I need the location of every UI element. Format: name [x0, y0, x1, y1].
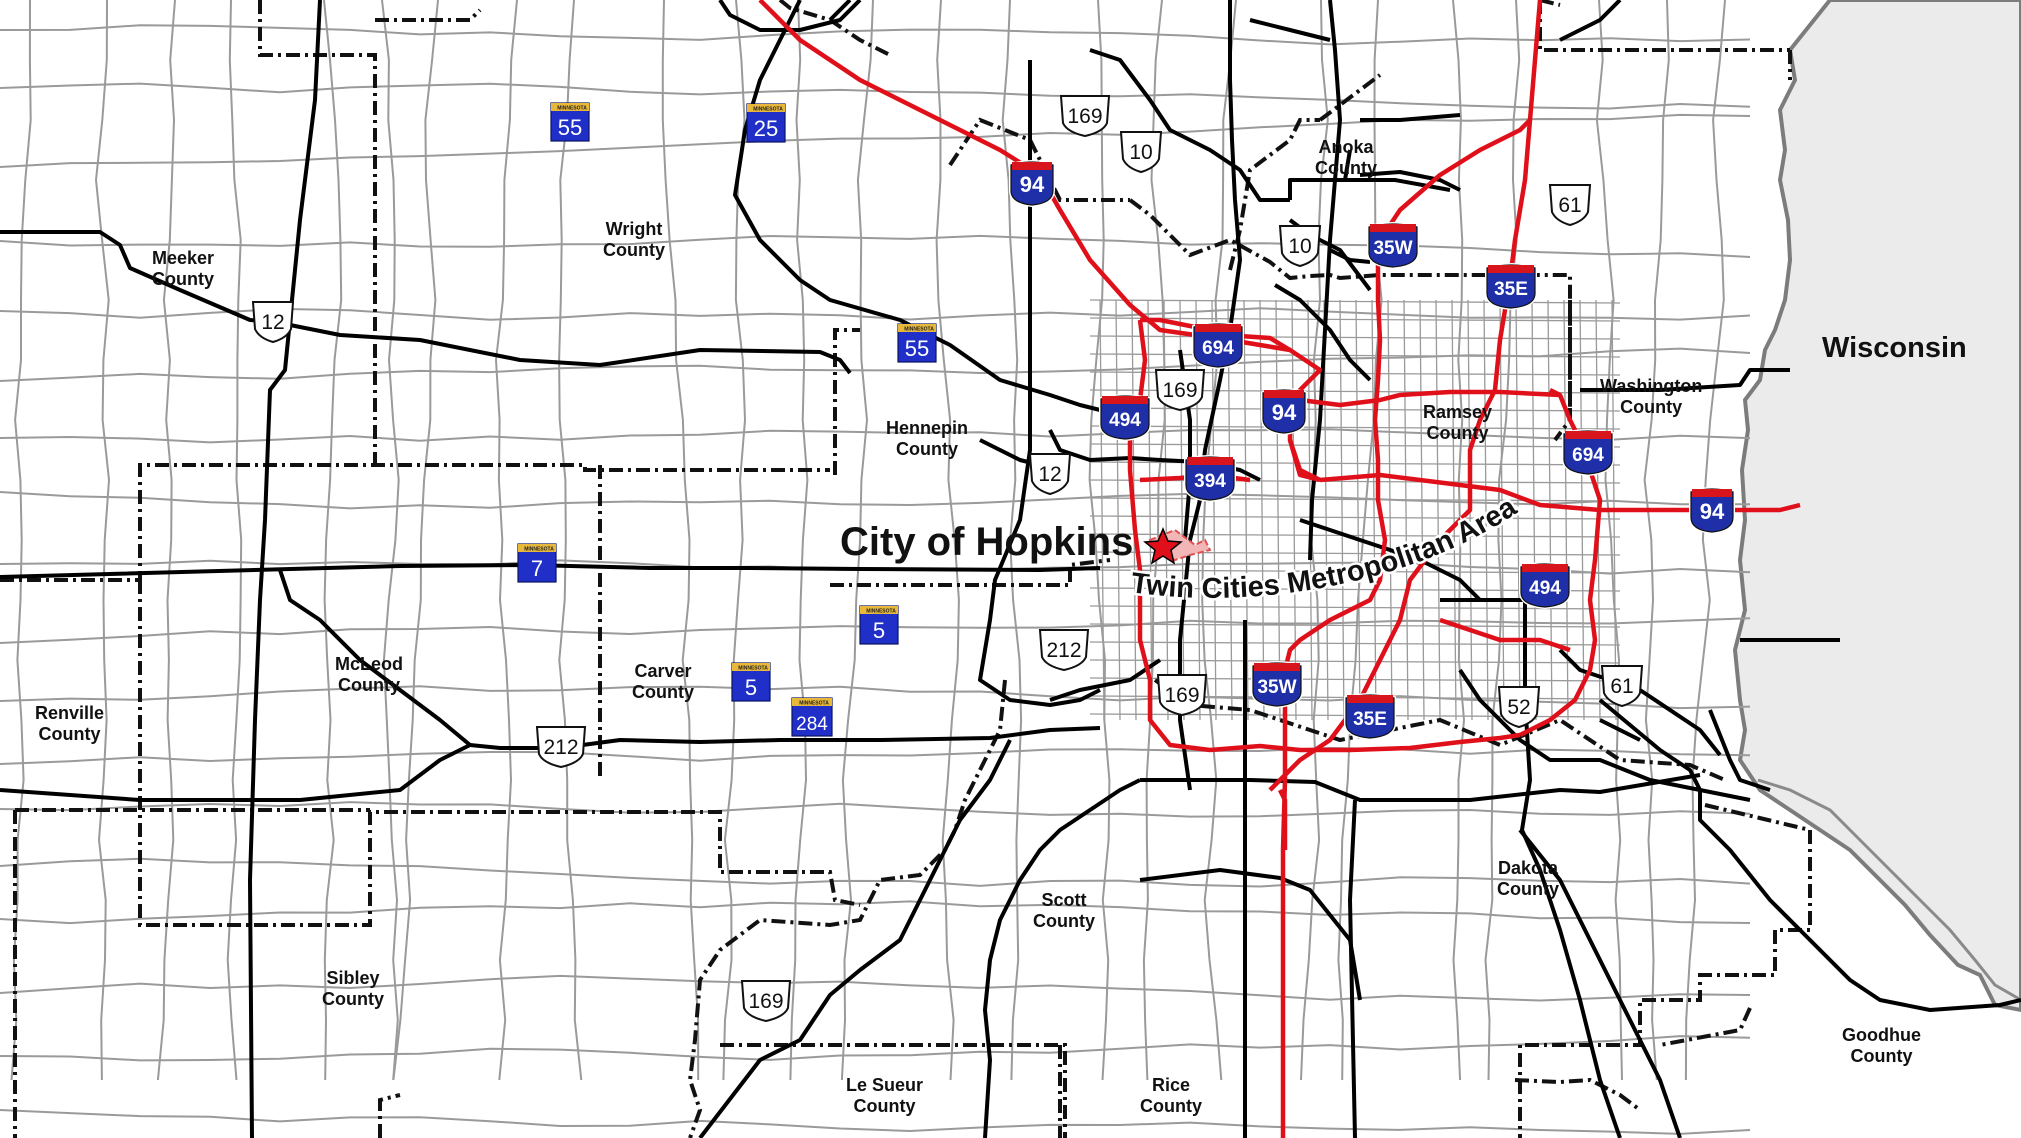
interstate-shield-i35e-s: 35E [1344, 693, 1396, 741]
interstate-shield-i694-e: 694 [1562, 429, 1614, 477]
state-route-shield-mn5-e: MINNESOTA 5 [859, 605, 899, 645]
state-route-number: 5 [873, 618, 885, 643]
interstate-number: 94 [1272, 400, 1297, 425]
us-route-shield-us10-a: 10 [1119, 131, 1163, 174]
us-route-shield-us169-sw: 169 [740, 980, 792, 1023]
wisconsin-label: Wisconsin [1822, 332, 1967, 364]
us-route-shield-us169-c: 169 [1154, 369, 1206, 412]
interstate-number: 494 [1109, 410, 1141, 431]
interstate-shield-i35e-n: 35E [1485, 263, 1537, 311]
us-route-number: 12 [1038, 463, 1061, 486]
interstate-shield-i494-e: 494 [1519, 562, 1571, 610]
interstate-shield-i35w-s: 35W [1251, 661, 1303, 709]
us-route-shield-us212-c: 212 [1038, 629, 1090, 672]
state-shield-banner: MINNESOTA [904, 327, 934, 333]
state-route-number: 5 [745, 675, 757, 700]
us-route-number: 52 [1507, 696, 1530, 719]
us-route-shield-us10-b: 10 [1278, 225, 1322, 268]
interstate-number: 494 [1529, 578, 1561, 599]
state-shield-banner: MINNESOTA [738, 666, 768, 672]
state-shield-banner: MINNESOTA [557, 106, 587, 112]
route-shields: 94 35W 35E 694 494 94 394 694 94 494 35W 35E 169 10 10… [251, 95, 1735, 1023]
state-route-shield-mn55-c: MINNESOTA 55 [897, 323, 937, 363]
interstate-shield-i35w-n: 35W [1367, 222, 1419, 270]
interstate-number: 694 [1572, 445, 1604, 466]
interstate-number: 694 [1202, 338, 1234, 359]
state-route-shield-mn7: MINNESOTA 7 [517, 543, 557, 583]
city-star-marker [1143, 527, 1183, 565]
us-route-shield-us12-c: 12 [1028, 453, 1072, 496]
interstate-number: 35W [1257, 677, 1296, 698]
us-route-number: 169 [1162, 379, 1197, 402]
minor-roads [0, 0, 1751, 1135]
mississippi-river [1757, 778, 2021, 1002]
interstate-number: 94 [1020, 172, 1045, 197]
us-route-number: 61 [1610, 675, 1633, 698]
us-route-number: 169 [1164, 684, 1199, 707]
state-route-shield-mn25: MINNESOTA 25 [746, 103, 786, 143]
us-route-shield-us12-w: 12 [251, 301, 295, 344]
state-route-number: 284 [796, 714, 828, 735]
state-route-number: 25 [754, 116, 778, 141]
us-route-number: 61 [1558, 194, 1581, 217]
interstate-shield-i94-e: 94 [1689, 487, 1735, 535]
us-route-shield-us61-s: 61 [1600, 665, 1644, 708]
interstate-shield-i394: 394 [1184, 455, 1236, 503]
interstate-shield-i694-w: 694 [1192, 322, 1244, 370]
us-route-shield-us169-n: 169 [1059, 95, 1111, 138]
us-route-shield-us52: 52 [1497, 686, 1541, 729]
us-route-number: 10 [1129, 141, 1152, 164]
us-route-number: 212 [543, 736, 578, 759]
state-shield-banner: MINNESOTA [753, 107, 783, 113]
hopkins-city-area [1143, 527, 1212, 565]
state-route-number: 55 [558, 115, 582, 140]
us-route-number: 10 [1288, 235, 1311, 258]
interstate-number: 94 [1700, 499, 1725, 524]
state-shield-banner: MINNESOTA [524, 547, 554, 553]
interstate-shield-i94-nw: 94 [1009, 160, 1055, 208]
interstate-shield-i494-w: 494 [1099, 394, 1151, 442]
interstate-number: 35W [1373, 238, 1412, 259]
interstate-number: 35E [1353, 709, 1387, 730]
state-route-shield-mn5-w: MINNESOTA 5 [731, 662, 771, 702]
us-route-number: 212 [1046, 639, 1081, 662]
us-route-shield-us169-s: 169 [1156, 674, 1208, 717]
state-route-shield-mn55-n: MINNESOTA 55 [550, 102, 590, 142]
state-shield-banner: MINNESOTA [866, 609, 896, 615]
city-of-hopkins-label: City of Hopkins [840, 520, 1134, 564]
state-route-number: 7 [531, 556, 543, 581]
us-route-shield-us212-w: 212 [535, 726, 587, 769]
us-route-number: 169 [748, 990, 783, 1013]
us-route-number: 169 [1067, 105, 1102, 128]
state-shield-banner: MINNESOTA [799, 701, 829, 707]
interstate-number: 35E [1494, 279, 1528, 300]
us-route-shield-us61-n: 61 [1548, 184, 1592, 227]
us-route-number: 12 [261, 311, 284, 334]
wisconsin-area [1732, 0, 2021, 1013]
interstate-number: 394 [1194, 471, 1226, 492]
interstate-shield-i94-c: 94 [1261, 388, 1307, 436]
state-route-shield-mn284: MINNESOTA 284 [791, 697, 833, 737]
state-route-number: 55 [905, 336, 929, 361]
